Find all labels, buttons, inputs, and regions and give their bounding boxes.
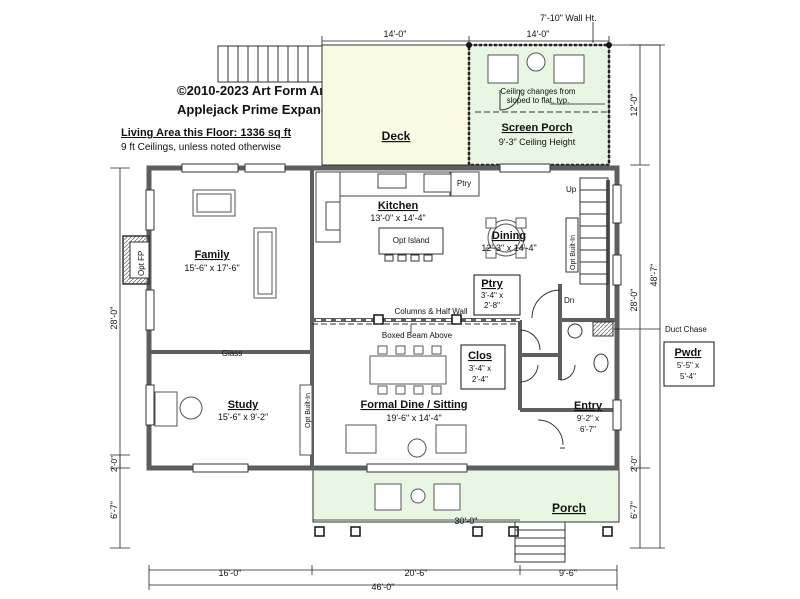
ceiling-note-line2: sloped to flat, typ. [507,96,570,105]
ptry-size-b: 2'-8" [484,301,500,310]
dim-bottom-20: 20'-6" [405,568,428,578]
dim-right-12: 12'-0" [629,94,639,117]
stair-up-label: Up [566,185,577,194]
opt-island-label: Opt Island [393,236,429,245]
columns-label: Columns & Half Wall [394,307,467,316]
column-left [373,314,384,325]
column-right [451,314,462,325]
dim-right-6: 6'-7" [629,501,639,519]
study-label: Study [228,399,259,411]
entry-size-a: 9'-2" x [577,414,599,423]
kitchen-island [378,227,444,255]
dim-bottom-9: 9'-6" [559,568,577,578]
kitchen-counters [315,171,480,243]
opt-fp-label: Opt FP [137,251,146,276]
ptry-size-a: 3'-4" x [481,291,503,300]
screen-porch-note: 9'-3" Ceiling Height [499,137,576,147]
dim-right-48: 48'-7" [649,264,659,287]
formal-size: 19'-6" x 14'-4" [386,413,441,423]
pwdr-size-b: 5'-4" [680,372,696,381]
ptry-label: Ptry [481,278,503,290]
deck-stairs [217,45,323,83]
screen-porch-furniture [487,52,585,84]
doors [499,89,576,449]
dim-left-6: 6'-7" [109,501,119,519]
porch-stairs [514,521,566,563]
screen-porch-label: Screen Porch [502,122,573,134]
windows [145,163,622,473]
dim-top-deck: 14'-0" [384,29,407,39]
porch-label: Porch [552,501,586,515]
dim-left-28: 28'-0" [109,307,119,330]
dim-right-28: 28'-0" [629,289,639,312]
family-label: Family [195,249,231,261]
ceiling-note-line1: Ceiling changes from [500,87,575,96]
study-builtin-label: Opt Built-In [305,393,312,428]
porch-chairs [374,483,461,511]
family-size: 15'-6" x 17'-6" [184,263,239,273]
entry-size-b: 6'-7" [580,425,596,434]
stair-builtin-label: Opt Built-In [570,235,577,270]
formal-label: Formal Dine / Sitting [361,399,468,411]
dim-porch-30: 30'-0" [455,516,478,526]
entry-label: Entry [574,400,603,412]
porch-area [312,469,620,523]
dining-label: Dining [492,230,526,242]
dim-bottom-46: 46'-0" [372,582,395,592]
clos-box [460,344,506,390]
clos-size-b: 2'-4" [472,375,488,384]
boxed-beam-label: Boxed Beam Above [382,331,453,340]
living-area-text: Living Area this Floor: 1336 sq ft [121,127,292,139]
callout-leaders [410,22,660,333]
kitchen-label: Kitchen [378,200,419,212]
pwdr-fixtures [567,321,614,373]
clos-size-a: 3'-4" x [469,364,491,373]
porch-posts [314,526,613,537]
duct-chase-label: Duct Chase [665,325,707,334]
dim-top-screen: 14'-0" [527,29,550,39]
dim-wall-ht: 7'-10" Wall Ht. [540,13,597,23]
dining-table [485,217,527,259]
dining-size: 12'-3" x 14'-4" [481,243,536,253]
dim-left-2: 2'-0" [110,456,119,472]
family-furniture [192,189,277,299]
pwdr-box [663,341,715,387]
glass-label: Glass [222,349,242,358]
deck-label: Deck [382,129,411,143]
ptry-box [473,274,521,316]
dim-right-2: 2'-0" [630,456,639,472]
interior-stairs [565,177,609,285]
pantry-top-label: Ptry [457,179,471,188]
dimension-lines [110,36,665,590]
formal-table [345,345,467,458]
ceilings-note: 9 ft Ceilings, unless noted otherwise [121,142,282,153]
clos-label: Clos [468,350,492,362]
stair-dn-label: Dn [564,296,574,305]
pwdr-label: Pwdr [675,347,703,359]
kitchen-size: 13'-0" x 14'-4" [370,213,425,223]
study-furniture [154,384,313,456]
dim-bottom-16: 16'-0" [219,568,242,578]
pwdr-size-a: 5'-5" x [677,361,699,370]
deck-area [321,44,470,166]
study-size: 15'-6" x 9'-2" [218,412,268,422]
